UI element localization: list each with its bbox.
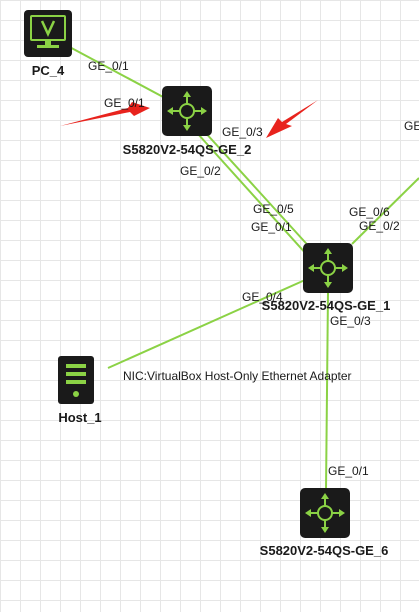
device-pc4[interactable]: PC_4 — [24, 10, 72, 78]
server-icon — [58, 356, 94, 404]
device-ge2[interactable]: S5820V2-54QS-GE_2 — [123, 86, 252, 157]
port-label-ge1-ge05: GE_0/5 — [253, 202, 294, 216]
switch-router-icon — [162, 86, 212, 136]
device-host1[interactable]: Host_1 — [58, 356, 102, 425]
port-label-ge1-ge06: GE_0/6 — [349, 205, 390, 219]
device-name: Host_1 — [58, 410, 101, 425]
port-label-ge2-ge01: GE_0/1 — [104, 96, 145, 110]
annotation-arrow-right — [266, 100, 318, 138]
device-name: S5820V2-54QS-GE_6 — [260, 543, 389, 558]
link-ge1-ge6[interactable] — [325, 291, 329, 491]
port-label-ge2-ge02: GE_0/2 — [180, 164, 221, 178]
link-ge1-host1[interactable] — [107, 279, 306, 369]
port-label-edge-cut: GE — [404, 119, 419, 133]
port-label-pc4-ge01: GE_0/1 — [88, 59, 129, 73]
device-name: S5820V2-54QS-GE_1 — [262, 298, 391, 313]
annotation-arrow-left — [60, 102, 150, 126]
links — [63, 43, 419, 491]
port-label-ge1-ge04: GE_0/4 — [242, 290, 283, 304]
port-label-ge1-ge01: GE_0/1 — [251, 220, 292, 234]
port-label-ge6-ge01: GE_0/1 — [328, 464, 369, 478]
device-name: PC_4 — [32, 63, 65, 78]
switch-router-icon — [300, 488, 350, 538]
device-ge1[interactable]: S5820V2-54QS-GE_1 — [262, 243, 391, 313]
port-label-ge2-ge03: GE_0/3 — [222, 125, 263, 139]
port-label-ge1-ge03: GE_0/3 — [330, 314, 371, 328]
monitor-icon — [24, 10, 72, 57]
port-labels: GE_0/1 GE_0/1 GE_0/3 GE_0/2 GE_0/5 GE_0/… — [88, 59, 419, 478]
link-ge1-offscreen[interactable] — [351, 177, 419, 245]
device-name: S5820V2-54QS-GE_2 — [123, 142, 252, 157]
link-pc4-ge2[interactable] — [63, 43, 166, 99]
port-label-ge1-ge02: GE_0/2 — [359, 219, 400, 233]
link-ge2-ge1-bundle[interactable] — [197, 129, 315, 257]
host1-nic-label: NIC:VirtualBox Host-Only Ethernet Adapte… — [123, 369, 352, 383]
device-ge6[interactable]: S5820V2-54QS-GE_6 — [260, 488, 389, 558]
switch-router-icon — [303, 243, 353, 293]
